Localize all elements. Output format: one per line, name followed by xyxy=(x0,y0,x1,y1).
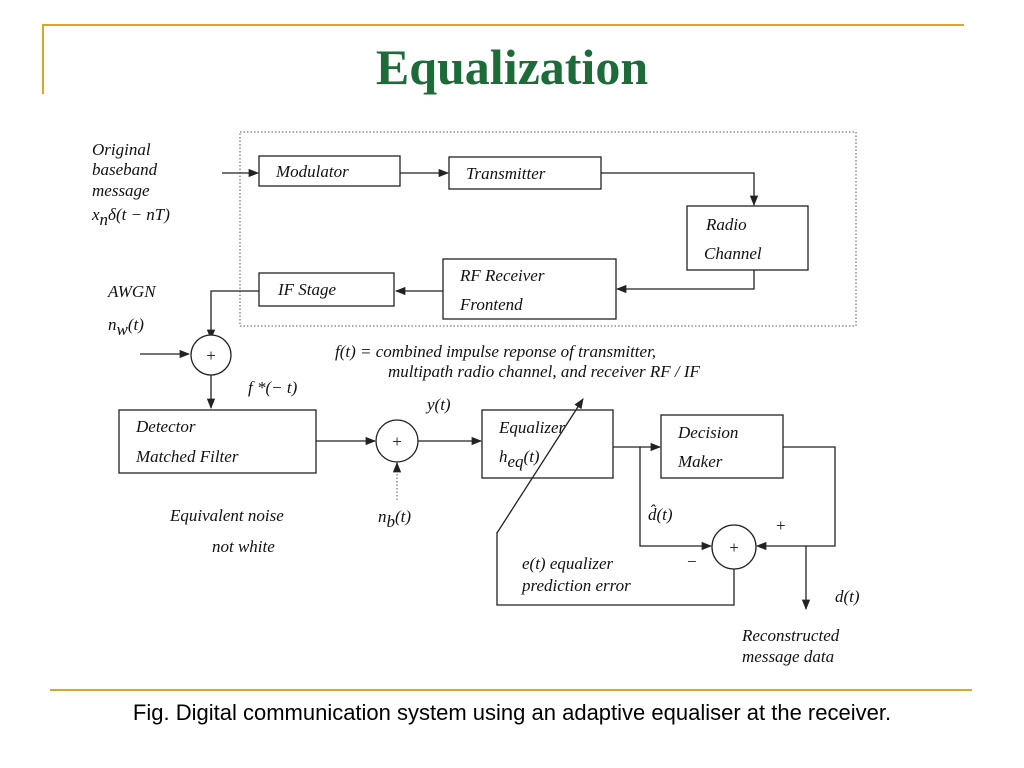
svg-text:Equalizer: Equalizer xyxy=(498,418,565,437)
svg-text:Matched Filter: Matched Filter xyxy=(135,447,239,466)
svg-text:AWGN: AWGN xyxy=(107,282,157,301)
page-title: Equalization xyxy=(375,39,649,95)
equivalent-noise-label: Equivalent noise not white xyxy=(169,506,284,556)
channel-to-rf-arrow xyxy=(615,270,755,294)
figure-caption: Fig. Digital communication system using … xyxy=(132,700,892,725)
colored-noise-summer: + xyxy=(375,419,419,463)
svg-text:Reconstructed: Reconstructed xyxy=(741,626,840,645)
svg-text:f(t) = combined impulse rep: f(t) = combined impulse reponse of trans… xyxy=(335,342,656,361)
svg-text:message data: message data xyxy=(742,647,834,666)
svg-text:baseband: baseband xyxy=(92,160,158,179)
transmitter-block: Transmitter xyxy=(448,156,602,190)
svg-text:Modulator: Modulator xyxy=(275,162,349,181)
transmitter-section-border xyxy=(239,131,857,327)
equalizer-block: Equalizer heq(t) xyxy=(481,409,614,479)
svg-text:Channel: Channel xyxy=(704,244,762,263)
detector-block: Detector Matched Filter xyxy=(118,409,317,474)
svg-text:Original: Original xyxy=(92,140,151,159)
svg-text:Radio: Radio xyxy=(705,215,747,234)
svg-text:prediction error: prediction error xyxy=(521,576,631,595)
svg-text:Decision: Decision xyxy=(677,423,738,442)
svg-text:+: + xyxy=(729,538,739,557)
svg-text:Transmitter: Transmitter xyxy=(466,164,546,183)
matched-filter-symbol: f *(− t) xyxy=(248,378,298,397)
awgn-symbol: nw(t) xyxy=(108,315,144,339)
awgn-label: AWGN nw(t) xyxy=(107,282,157,339)
radio-channel-block: Radio Channel xyxy=(686,205,809,271)
error-feedback-path xyxy=(496,532,735,606)
if-stage-block: IF Stage xyxy=(258,272,395,307)
svg-text:Maker: Maker xyxy=(677,452,723,471)
rf-receiver-block: RF Receiver Frontend xyxy=(442,258,617,320)
svg-text:+: + xyxy=(392,432,402,451)
svg-text:not white: not white xyxy=(212,537,275,556)
dhat-symbol: d̂(t) xyxy=(648,505,673,524)
slide-frame-left xyxy=(42,24,44,94)
minus-sign: − xyxy=(687,552,697,571)
if-to-summer-arrow xyxy=(206,290,259,341)
svg-text:Equivalent noise: Equivalent noise xyxy=(169,506,284,525)
tx-to-channel-arrow xyxy=(601,172,759,207)
modulator-block: Modulator xyxy=(258,155,401,187)
svg-text:+: + xyxy=(206,346,216,365)
svg-text:Detector: Detector xyxy=(135,417,196,436)
combined-response-note: f(t) = combined impulse reponse of trans… xyxy=(335,342,701,381)
y-symbol: y(t) xyxy=(425,395,451,414)
svg-text:Frontend: Frontend xyxy=(459,295,523,314)
input-symbol: xnδ(t − nT) xyxy=(91,205,170,229)
error-label: e(t) equalizer prediction error xyxy=(521,554,631,595)
slide-frame-top xyxy=(42,24,964,26)
svg-text:message: message xyxy=(92,181,150,200)
svg-text:e(t) equalizer: e(t) equalizer xyxy=(522,554,613,573)
adaptation-arrow xyxy=(496,398,584,534)
decision-maker-block: Decision Maker xyxy=(660,414,784,479)
svg-text:RF Receiver: RF Receiver xyxy=(459,266,545,285)
nb-symbol: nb(t) xyxy=(378,507,411,531)
noise-summer: + xyxy=(190,334,232,376)
caption-rule xyxy=(50,689,972,691)
svg-text:multipath radio channel, a: multipath radio channel, and receiver RF… xyxy=(388,362,701,381)
svg-text:IF Stage: IF Stage xyxy=(277,280,337,299)
input-message-label: Original baseband message xnδ(t − nT) xyxy=(91,140,170,229)
error-summer: + xyxy=(711,524,757,570)
output-label: Reconstructed message data xyxy=(741,626,840,666)
decision-to-error-summer-arrow xyxy=(755,446,836,551)
d-symbol: d(t) xyxy=(835,587,860,606)
plus-sign: + xyxy=(776,516,786,535)
dhat-to-error-summer-arrow xyxy=(639,447,713,551)
equalizer-symbol: heq(t) xyxy=(499,447,540,471)
